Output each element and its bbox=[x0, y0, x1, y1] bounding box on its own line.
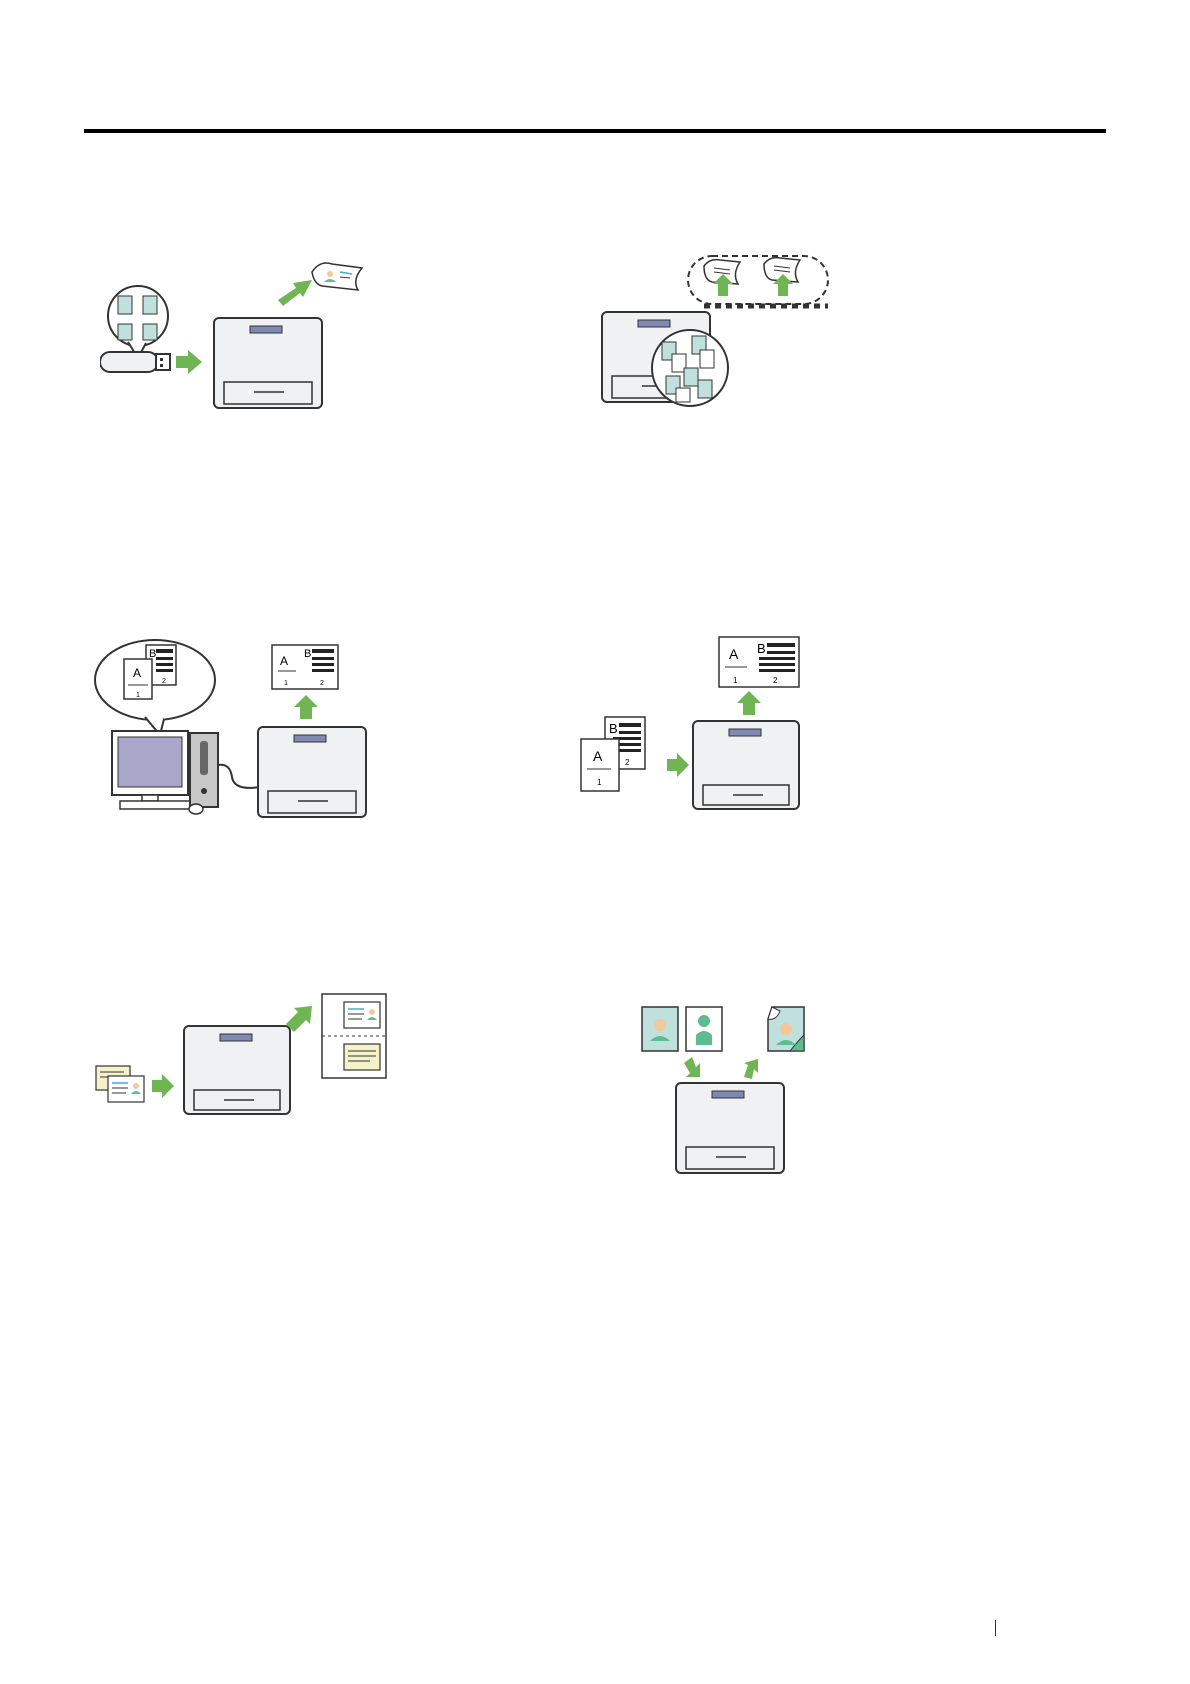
speech-bubble bbox=[108, 286, 168, 358]
output-pages-icon bbox=[688, 256, 828, 306]
page-1-number: 1 bbox=[136, 692, 140, 699]
arrow-icon bbox=[684, 1057, 700, 1077]
page-1-number: 1 bbox=[733, 676, 738, 685]
id-card-copy-illustration bbox=[90, 990, 400, 1140]
output-sheet-icon: A 1 B 2 bbox=[719, 637, 799, 687]
arrow-icon bbox=[667, 753, 689, 777]
output-sheet-icon: A 1 B 2 bbox=[272, 645, 338, 689]
output-sheet-icon bbox=[322, 994, 386, 1078]
curled-photo-icon bbox=[768, 1007, 804, 1051]
page-b-label: B bbox=[757, 641, 766, 656]
page-b-label: B bbox=[149, 648, 156, 660]
printer-icon bbox=[676, 1083, 784, 1173]
computer-icon bbox=[112, 731, 260, 814]
id-card-icon bbox=[96, 1066, 144, 1102]
printer-icon bbox=[214, 318, 322, 408]
page-a-label: A bbox=[593, 748, 603, 764]
2up-copy-illustration: A 1 B 2 B 2 A 1 bbox=[575, 635, 815, 815]
page-1-number: 1 bbox=[597, 778, 602, 787]
page-1-number: 1 bbox=[284, 680, 288, 687]
photo-print-icon bbox=[312, 263, 362, 290]
pc-2up-print-illustration: B 2 A 1 A 1 B 2 bbox=[90, 635, 400, 820]
page-a-label: A bbox=[133, 666, 141, 680]
page-2-number: 2 bbox=[773, 676, 778, 685]
printer-icon bbox=[693, 721, 799, 809]
document-stack-icon bbox=[652, 330, 728, 406]
page-2-number: 2 bbox=[320, 680, 324, 687]
page-2-number: 2 bbox=[162, 678, 166, 685]
usb-drive-icon bbox=[100, 352, 170, 372]
page-b-label: B bbox=[304, 648, 311, 660]
arrow-icon bbox=[737, 691, 761, 715]
usb-direct-print-illustration bbox=[100, 260, 400, 410]
arrow-icon bbox=[744, 1059, 758, 1079]
arrow-icon bbox=[176, 350, 202, 374]
page-b-label: B bbox=[609, 721, 618, 736]
page-2-number: 2 bbox=[625, 758, 630, 767]
page-a-label: A bbox=[729, 646, 739, 662]
printer-icon bbox=[258, 727, 366, 817]
footer-marker bbox=[995, 1620, 996, 1636]
arrow-icon bbox=[294, 695, 318, 719]
header-rule bbox=[84, 129, 1106, 133]
photo-icon bbox=[642, 1007, 722, 1051]
page-a-label: A bbox=[280, 654, 288, 668]
arrow-icon bbox=[278, 280, 312, 306]
document-pages-icon: B 2 A 1 bbox=[581, 717, 645, 791]
arrow-icon bbox=[152, 1074, 174, 1098]
printer-icon bbox=[184, 1026, 290, 1114]
stored-print-illustration bbox=[600, 250, 840, 410]
photo-print-illustration bbox=[640, 1005, 820, 1180]
